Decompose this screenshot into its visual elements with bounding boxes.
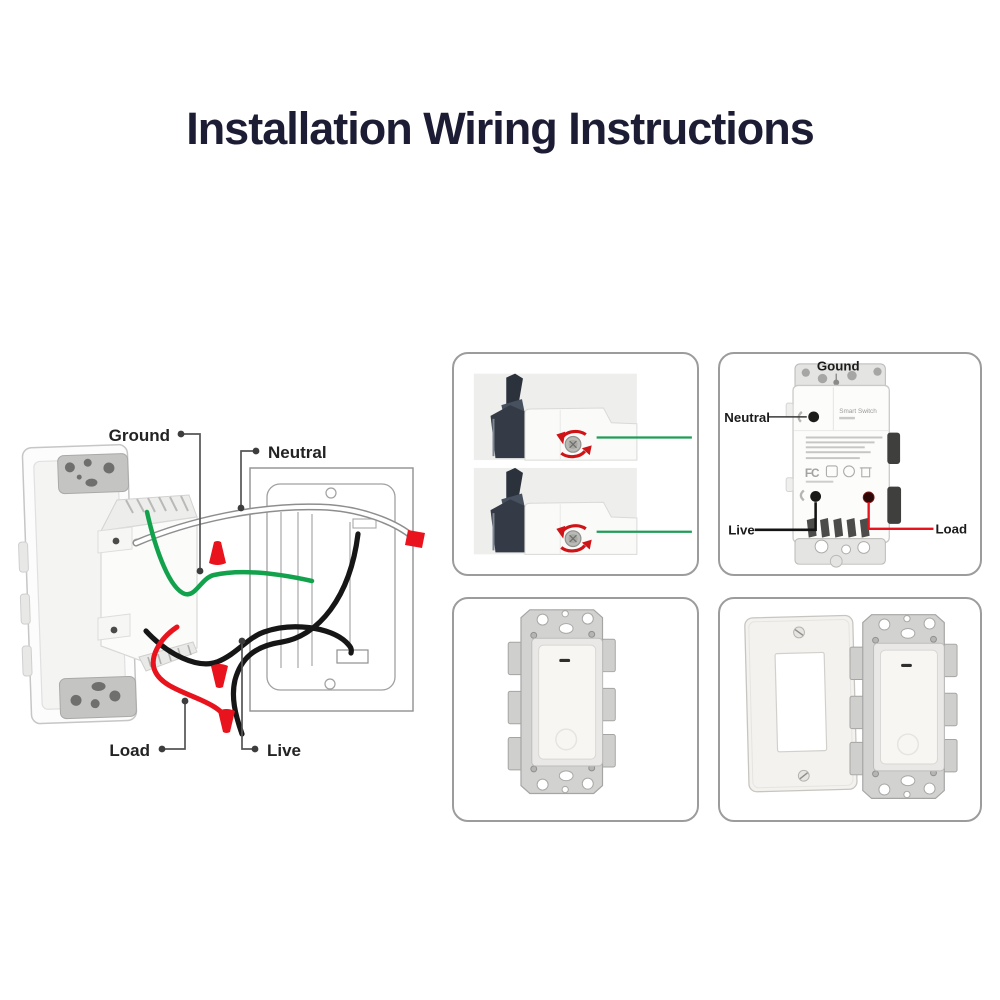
cert-circle-icon [843, 465, 855, 478]
load-wire [150, 624, 228, 719]
switch-with-bracket-2 [849, 613, 958, 800]
load-label: Load [109, 741, 150, 760]
terminal-screw-icon [564, 435, 582, 453]
bracket-side-tabs [507, 638, 616, 771]
fcc-mark-icon: FC [805, 467, 820, 480]
rohs-icon [825, 465, 838, 478]
wall-plate [744, 614, 858, 793]
leader-lines [162, 433, 256, 750]
panel-switch-front [452, 597, 699, 822]
neutral-label: Neutral [268, 443, 327, 462]
mount-bracket-bottom [58, 675, 137, 720]
mount-bracket-top [57, 453, 130, 495]
load-lead-line [867, 502, 934, 530]
box-screw-hole-top [325, 487, 337, 499]
plate-screw-bottom [797, 769, 810, 782]
wire-nuts [209, 541, 235, 733]
live-leader [241, 641, 255, 750]
page-title: Installation Wiring Instructions [186, 103, 815, 154]
back-live-label: Live [728, 523, 755, 538]
live-label: Live [267, 741, 301, 760]
terminal-screw-bottom [110, 626, 118, 634]
indicator-dash [559, 658, 571, 663]
back-load-label: Load [935, 522, 967, 537]
live-terminal [810, 491, 822, 502]
wiring-diagram: Ground Neutral Load Live [18, 426, 425, 760]
switch-with-bracket [507, 609, 616, 795]
plate-opening [774, 651, 828, 753]
switch-side-view [490, 373, 528, 459]
live-wire-short [143, 624, 354, 667]
wire-nut-up-icon [209, 541, 226, 565]
box-screw-hole-bottom [324, 678, 336, 690]
terminal-photo-2 [472, 466, 694, 556]
wire-nut-down-icon [211, 664, 228, 688]
rocker-button-circle [555, 728, 578, 751]
live-lead-line [754, 502, 817, 532]
weee-bin-icon [859, 467, 872, 478]
back-ground-label: Gound [817, 359, 860, 374]
plate-screw-top [793, 626, 805, 639]
panel-terminal-closeup [452, 352, 699, 576]
device-label: Smart Switch [839, 408, 877, 415]
back-neutral-label: Neutral [724, 410, 770, 425]
ground-label: Ground [109, 426, 170, 445]
switch-rocker [538, 644, 597, 760]
neutral-terminal [808, 411, 820, 423]
box-tab-top [352, 518, 377, 529]
ground-leader [181, 433, 201, 571]
module-side-view [524, 407, 638, 461]
leader-dots [158, 430, 260, 753]
vent-slots [806, 518, 870, 538]
plate-side-tabs [18, 541, 33, 677]
live-wire-guide [799, 489, 805, 502]
load-terminal [862, 491, 875, 504]
neutral-wire [134, 504, 415, 545]
side-clips [887, 432, 902, 524]
terminal-screw-top [112, 537, 120, 545]
panel-switch-back: Smart Switch FC [718, 352, 982, 576]
panel-wallplate-switch [718, 597, 982, 822]
load-leader [162, 701, 186, 750]
neutral-wire-end-marker [405, 530, 425, 548]
terminal-photo [473, 373, 692, 461]
bracket-holes-top [530, 610, 596, 639]
bracket-bottom [794, 538, 886, 568]
neutral-leader [240, 450, 256, 508]
ground-wire [144, 509, 315, 597]
wire-nut-down2-icon [218, 709, 235, 733]
live-wire-long [230, 531, 361, 737]
spec-text-lines [805, 436, 883, 460]
module-top-ribs [125, 495, 189, 514]
rotation-arrows-icon [556, 429, 592, 459]
certification-icons [825, 465, 872, 478]
box-slots [280, 512, 351, 668]
